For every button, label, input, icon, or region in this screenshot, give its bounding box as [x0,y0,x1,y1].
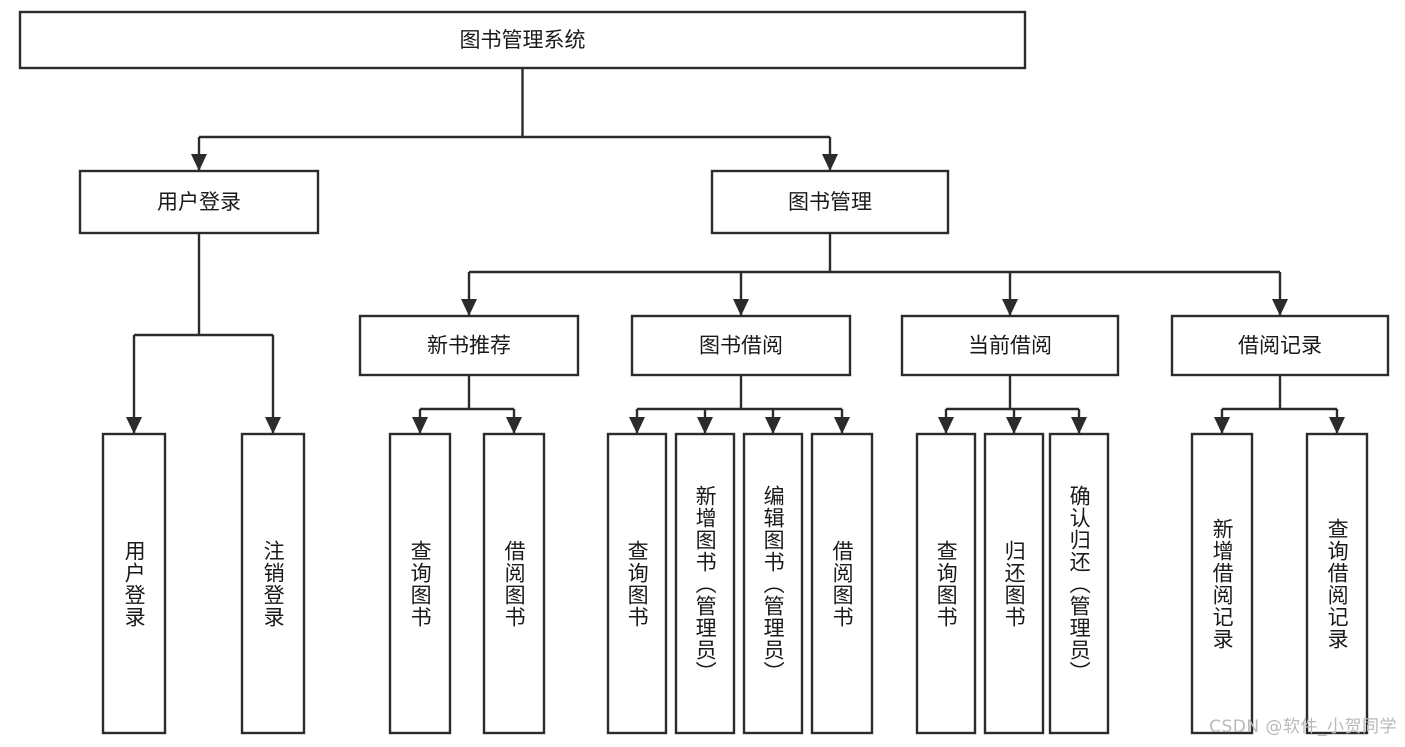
node-box-用户登录[interactable] [101,432,167,735]
node-box-借阅图书[interactable] [482,432,546,735]
node-box-归还图书[interactable] [983,432,1045,735]
node-box-新增图书管理员[interactable] [674,432,736,735]
arrow-head-icon [834,417,850,434]
node-box-当前借阅[interactable] [900,314,1120,377]
arrow-head-icon [506,417,522,434]
arrow-head-icon [629,417,645,434]
arrow-head-icon [697,417,713,434]
node-label-借阅记录: 借阅记录 [1238,334,1322,358]
arrow-head-icon [1214,417,1230,434]
arrow-head-icon [1002,299,1018,316]
arrow-head-icon [1006,417,1022,434]
node-box-注销登录[interactable] [240,432,306,735]
node-box-查询图书[interactable] [915,432,977,735]
node-box-用户登录[interactable] [78,169,320,235]
watermark-text: CSDN @软件_小贺同学 [1209,717,1397,737]
arrow-head-icon [126,417,142,434]
node-box-图书管理系统[interactable] [18,10,1027,70]
node-label-用户登录: 用户登录 [157,190,241,214]
arrow-head-icon [191,154,207,171]
node-box-查询图书[interactable] [388,432,452,735]
node-box-借阅图书[interactable] [810,432,874,735]
arrow-head-icon [938,417,954,434]
arrow-head-icon [265,417,281,434]
node-label-图书管理系统: 图书管理系统 [460,28,586,52]
node-box-编辑图书管理员[interactable] [742,432,804,735]
arrow-head-icon [765,417,781,434]
node-box-查询图书[interactable] [606,432,668,735]
node-box-新增借阅记录[interactable] [1190,432,1254,735]
node-label-图书管理: 图书管理 [788,190,872,214]
arrow-head-icon [1329,417,1345,434]
arrow-head-icon [412,417,428,434]
node-label-新书推荐: 新书推荐 [427,334,511,358]
arrow-head-icon [461,299,477,316]
node-box-确认归还管理员[interactable] [1048,432,1110,735]
arrow-head-icon [822,154,838,171]
node-label-图书借阅: 图书借阅 [699,334,783,358]
arrow-head-icon [1272,299,1288,316]
node-label-当前借阅: 当前借阅 [968,334,1052,358]
node-box-新书推荐[interactable] [358,314,580,377]
node-box-查询借阅记录[interactable] [1305,432,1369,735]
arrow-head-icon [733,299,749,316]
arrow-head-icon [1071,417,1087,434]
